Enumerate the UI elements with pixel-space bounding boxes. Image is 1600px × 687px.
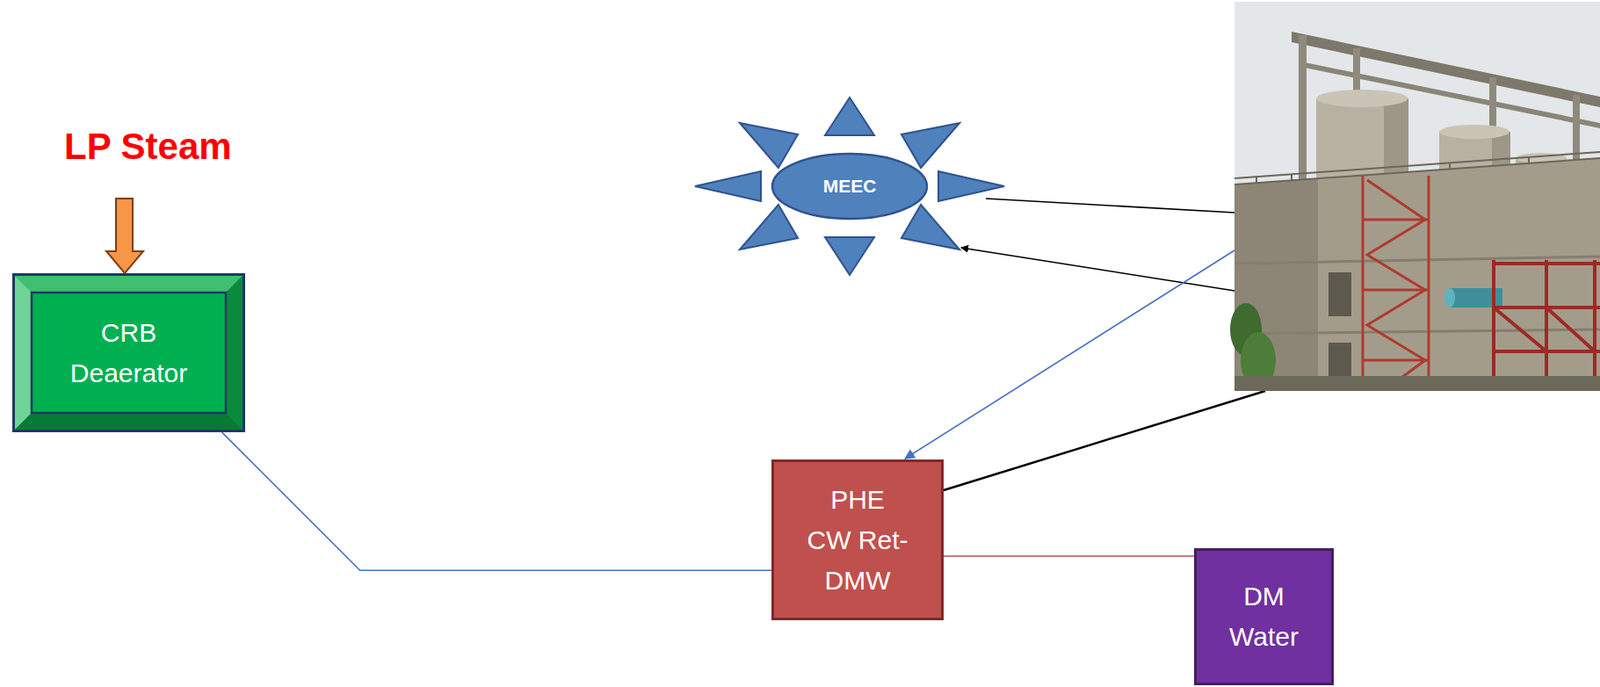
bevel-inner xyxy=(31,292,226,413)
star-ray xyxy=(825,237,875,276)
tower-detail xyxy=(1493,307,1547,352)
tower-detail xyxy=(1316,89,1408,108)
tower-detail xyxy=(1493,261,1600,266)
tower-meec-arrow xyxy=(961,247,1235,291)
tower-detail xyxy=(1234,158,1600,185)
tower-detail xyxy=(1362,359,1429,362)
tower-phe-arrow xyxy=(904,250,1235,459)
bevel-shape xyxy=(12,273,246,433)
deaerator-box: CRB Deaerator xyxy=(12,273,246,433)
tower-detail xyxy=(1328,272,1352,317)
phe-tower-line xyxy=(943,390,1266,491)
dm-water-box: DM Water xyxy=(1194,548,1334,686)
tower-detail xyxy=(1316,98,1409,178)
steam-label: LP Steam xyxy=(64,125,232,168)
star-ray xyxy=(825,97,875,136)
node-label: DM Water xyxy=(1220,576,1309,658)
tower-detail xyxy=(1592,260,1597,391)
tower-detail xyxy=(1367,180,1426,388)
tower-detail xyxy=(1527,157,1530,165)
meec-tower-line xyxy=(985,198,1235,213)
node-label: PHE CW Ret-DMW xyxy=(806,479,910,601)
tower-detail xyxy=(1439,124,1510,139)
node-text: CRB Deaerator xyxy=(54,312,204,394)
bevel-top xyxy=(12,273,246,293)
steam-arrow xyxy=(106,198,144,274)
tower-detail xyxy=(1234,152,1600,179)
star-ray xyxy=(901,204,960,250)
star-ray xyxy=(739,204,798,250)
tower-detail xyxy=(1234,376,1600,391)
tower-detail xyxy=(1362,218,1429,222)
tower-detail xyxy=(1290,173,1293,181)
star-ray xyxy=(938,171,1005,202)
meec-starburst: MEEC xyxy=(694,96,1006,276)
connector-line xyxy=(943,555,1195,558)
tower-detail xyxy=(1546,307,1595,352)
bevel-bottom xyxy=(12,412,246,433)
tower-detail xyxy=(1491,260,1496,391)
tower-detail xyxy=(1493,260,1600,391)
bevel-fill xyxy=(12,273,246,433)
tower-detail xyxy=(1234,178,1318,391)
star-ellipse xyxy=(772,153,927,219)
tower-detail xyxy=(1298,35,1307,189)
bevel-left xyxy=(12,273,32,433)
tower-detail xyxy=(1427,175,1431,388)
tower-detail xyxy=(1362,175,1429,388)
connector-line xyxy=(222,432,773,571)
tower-detail xyxy=(1234,158,1600,391)
node-text: MEEC xyxy=(823,174,877,198)
tower-detail xyxy=(1544,260,1549,391)
tower-detail xyxy=(1444,288,1456,308)
node-label: MEEC xyxy=(823,174,877,198)
tower-detail xyxy=(1362,289,1429,292)
star-ray xyxy=(739,123,798,168)
star-ray xyxy=(901,123,960,168)
bevel-right xyxy=(225,273,246,433)
node-label: CRB Deaerator xyxy=(54,312,204,394)
tower-detail xyxy=(1255,176,1258,184)
bevel-outline xyxy=(14,275,245,432)
tower-detail xyxy=(1234,1,1600,391)
cooling-tower-photo xyxy=(1230,1,1600,391)
node-text: PHE CW Ret-DMW xyxy=(806,479,910,601)
star-ray xyxy=(695,171,761,202)
tower-detail xyxy=(1361,175,1365,388)
node-text: DM Water xyxy=(1220,576,1309,658)
tower-detail xyxy=(1448,162,1451,170)
tower-lines xyxy=(904,198,1266,491)
heat-exchanger-box: PHE CW Ret-DMW xyxy=(771,459,944,621)
